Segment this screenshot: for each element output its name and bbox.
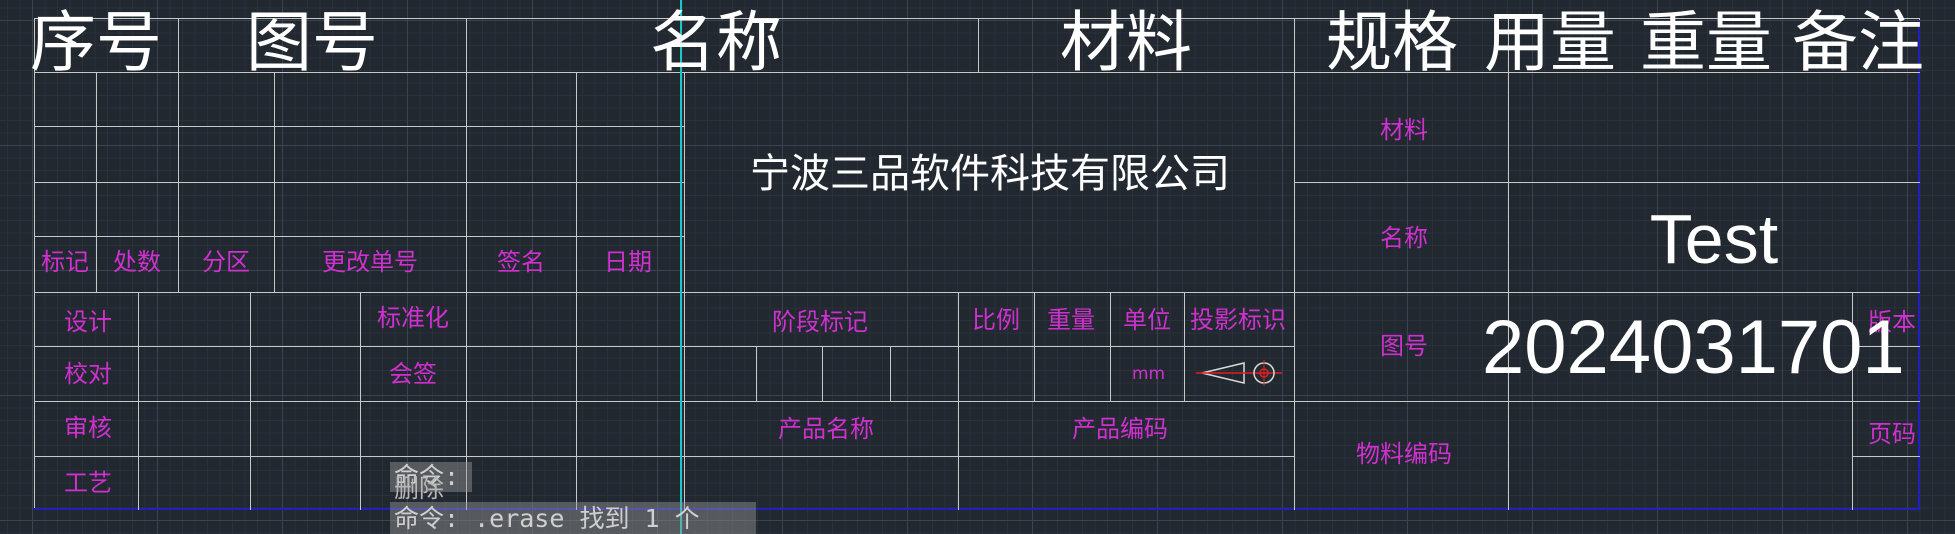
vline-l3 [274,72,275,292]
line-left-r3 [34,236,684,237]
command-history-overlay: 删除 [394,474,445,503]
vline-a4 [466,292,467,510]
vline-m6 [1110,292,1111,401]
vline-m5 [1034,292,1035,401]
label-material-code: 物料编码 [1356,440,1452,468]
label-mark: 标记 [41,248,89,276]
label-weight: 重量 [1047,306,1095,334]
vline-l4 [466,72,467,292]
line-left-r1 [34,126,684,127]
line-right-r5 [1852,456,1920,457]
vline-l1 [96,72,97,292]
drawing-number-value: 2024031701 [1482,305,1905,390]
header-drawing-no: 图号 [246,4,378,81]
label-review: 审核 [64,414,112,442]
vline-r2 [1852,292,1853,510]
vline-a1 [138,292,139,510]
vline-h5 [1508,18,1509,72]
label-product-name: 产品名称 [778,415,874,443]
label-projection: 投影标识 [1190,306,1286,334]
label-version: 版本 [1868,308,1916,336]
label-design: 设计 [64,308,112,336]
vline-l2 [178,72,179,292]
line-right-r2 [1294,292,1920,293]
vline-h4 [1294,18,1295,72]
vline-l6 [684,72,685,510]
vline-l5 [576,72,577,510]
line-left-r2 [34,182,684,183]
label-stage-mark: 阶段标记 [772,308,868,336]
drawing-name-value: Test [1649,200,1779,278]
label-process: 工艺 [64,469,112,497]
drawing-frame [34,18,1920,510]
frame-border-right [1918,20,1920,510]
header-name: 名称 [650,4,782,81]
header-weight: 重量 [1640,4,1772,81]
label-standardize: 标准化 [377,304,449,332]
label-unit: 单位 [1123,306,1171,334]
vline-h2 [466,18,467,72]
command-line-input[interactable]: 命令: .erase 找到 1 个 [390,502,756,534]
label-countersign: 会签 [389,360,437,388]
frame-border-bottom [34,508,1920,510]
vline-m8 [1294,72,1295,510]
label-right-drawing-no: 图号 [1380,332,1428,360]
vline-m4 [958,292,959,510]
label-scale: 比例 [972,306,1020,334]
company-name: 宁波三品软件科技有限公司 [750,151,1230,197]
label-count: 处数 [113,248,161,276]
header-qty: 用量 [1484,4,1616,81]
line-left-r6 [34,401,1294,402]
header-material: 材料 [1060,4,1192,81]
line-header-bottom [34,72,1920,73]
line-right-r4 [1852,346,1920,347]
crosshair-cursor-line [680,0,682,534]
line-left-r5 [34,346,1294,347]
label-check: 校对 [64,360,112,388]
label-right-name: 名称 [1380,224,1428,252]
label-product-code: 产品编码 [1072,415,1168,443]
vline-m1 [756,346,757,401]
vline-m7 [1184,292,1185,401]
vline-h1 [178,18,179,72]
command-history-line: 命令: [390,462,472,492]
line-right-r1 [1294,182,1920,183]
vline-m2 [822,346,823,401]
line-left-r4 [34,292,1294,293]
vline-r1 [1508,72,1509,510]
label-date: 日期 [604,248,652,276]
header-seq-no: 序号 [30,4,162,81]
vline-m3 [890,346,891,401]
header-spec: 规格 [1326,4,1458,81]
label-page-no: 页码 [1868,420,1916,448]
vline-a3 [360,292,361,510]
unit-value: mm [1132,364,1166,384]
header-remark: 备注 [1792,4,1924,81]
label-change-no: 更改单号 [322,248,418,276]
line-right-r3 [1294,401,1920,402]
label-right-material: 材料 [1380,116,1428,144]
line-left-r7 [34,456,1294,457]
label-sign: 签名 [497,248,545,276]
vline-h3 [978,18,979,72]
label-zone: 分区 [202,248,250,276]
projection-symbol-icon [1196,360,1282,386]
vline-a2 [250,292,251,510]
